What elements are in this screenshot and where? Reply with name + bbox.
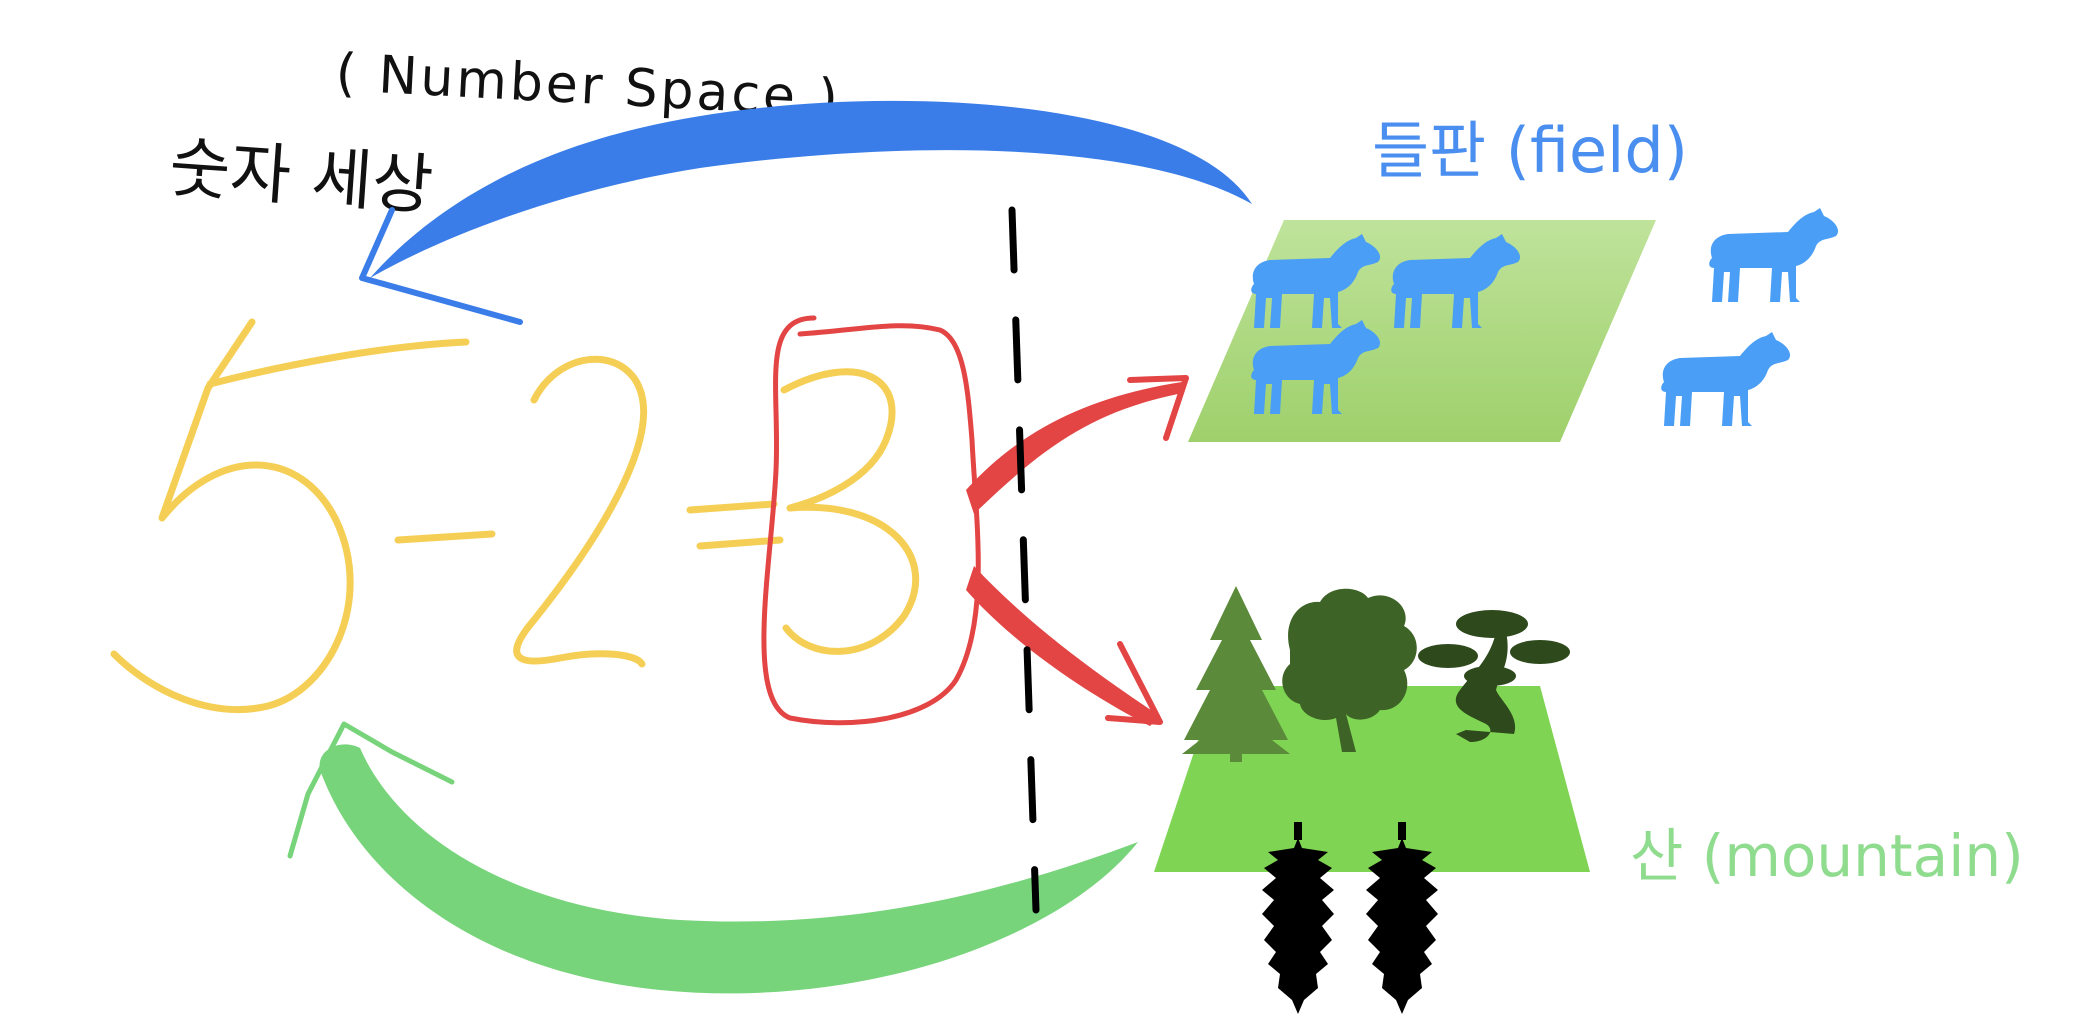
digit-2 <box>513 355 647 668</box>
field-to-number-space-arrow <box>359 100 1252 325</box>
result-to-mountain-arrow <box>966 566 1163 726</box>
mountain-label: 산 (mountain) <box>1630 822 2024 890</box>
digit-5 <box>110 318 470 713</box>
mountain-to-number-space-arrow <box>287 721 1139 994</box>
sheep-icon <box>1709 208 1839 302</box>
result-highlight <box>761 315 981 726</box>
number-space-korean-label: 숫자 세상 <box>167 129 436 224</box>
result-to-field-arrow <box>966 375 1189 514</box>
equation <box>110 318 919 713</box>
equals-sign <box>686 500 784 550</box>
digit-3 <box>780 368 919 655</box>
field-label: 들판 (field) <box>1372 114 1688 187</box>
pine-tree-icon <box>1182 586 1290 762</box>
divider-line <box>1008 206 1040 914</box>
sheep-icon <box>1661 332 1791 426</box>
bonsai-tree-icon <box>1418 610 1570 742</box>
oak-tree-icon <box>1282 588 1417 752</box>
minus-sign <box>394 530 496 544</box>
